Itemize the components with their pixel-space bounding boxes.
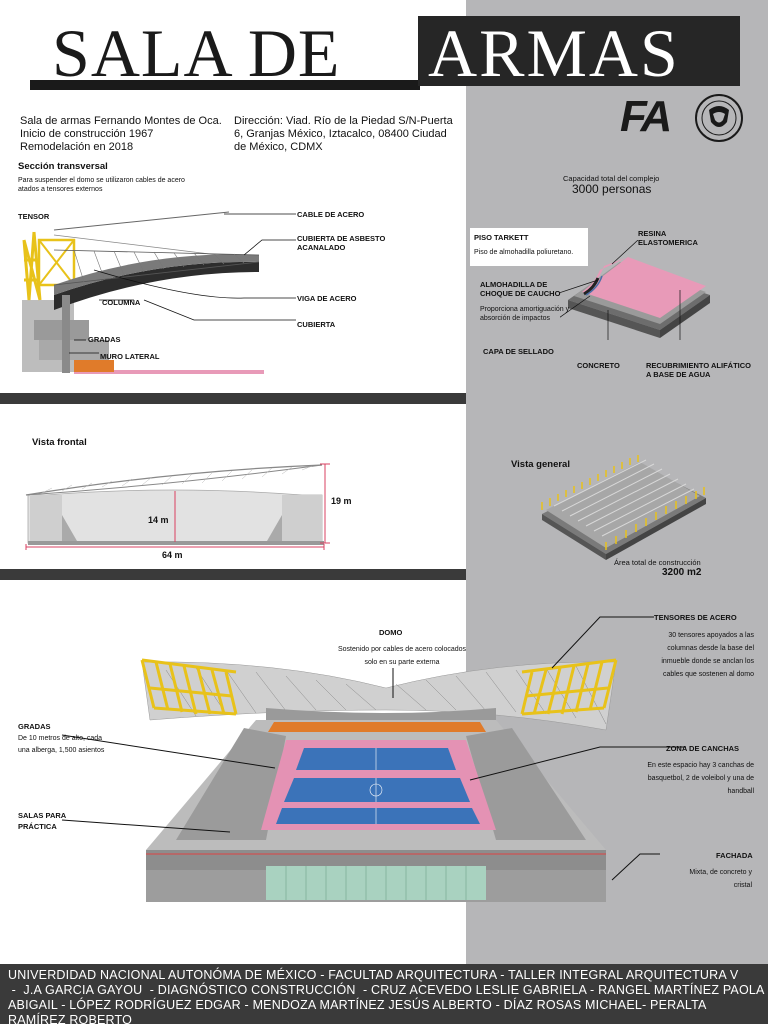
info-line2: Inicio de construcción 1967 <box>20 128 154 140</box>
front-h2: 19 m <box>331 496 352 506</box>
gradas-desc: De 10 metros de alto, cada una alberga, … <box>18 735 105 754</box>
label-recubrimiento: RECUBRIMIENTO ALIFÁTICO A BASE DE AGUA <box>646 361 751 379</box>
fachada-title: FACHADA <box>716 851 753 860</box>
area-label: Área total de construcción <box>614 558 701 567</box>
info-line1: Sala de armas Fernando Montes de Oca. <box>20 115 222 127</box>
front-view-drawing <box>25 463 330 550</box>
footer-line1: UNIVERDIDAD NACIONAL AUTONÓMA DE MÉXICO … <box>8 968 739 982</box>
label-viga: VIGA DE ACERO <box>297 294 357 303</box>
label-cable: CABLE DE ACERO <box>297 210 365 219</box>
general-view-drawing <box>541 455 706 560</box>
seccion-desc: Para suspender el domo se utilizaron cab… <box>18 177 185 193</box>
footer: UNIVERDIDAD NACIONAL AUTONÓMA DE MÉXICO … <box>0 964 768 1027</box>
exploded-view-drawing <box>140 658 618 902</box>
piso-title: PISO TARKETT <box>474 233 529 242</box>
section-drawing <box>22 211 296 374</box>
front-h1: 14 m <box>148 515 169 525</box>
separator-2 <box>0 569 466 580</box>
gradas-title: GRADAS <box>18 722 51 731</box>
footer-line2: - J.A GARCIA GAYOU - DIAGNÓSTICO CONSTRU… <box>8 983 765 997</box>
label-cubierta: CUBIERTA <box>297 320 336 329</box>
almohadilla-desc: Proporciona amortiguación y absorción de… <box>480 306 570 322</box>
piso-desc: Piso de almohadilla poliuretano. <box>474 249 574 256</box>
area-value: 3200 m2 <box>662 567 702 578</box>
label-columna: COLUMNA <box>102 298 141 307</box>
title-box <box>418 16 740 86</box>
canchas-title: ZONA DE CANCHAS <box>666 744 740 753</box>
salas-title: SALAS PARA PRÁCTICA <box>18 811 66 831</box>
separator-1 <box>0 393 466 404</box>
label-muro: MURO LATERAL <box>100 352 160 361</box>
fa-logo: FA <box>620 92 672 141</box>
label-almohadilla: ALMOHADILLA DE CHOQUE DE CAUCHO <box>480 280 561 298</box>
piso-box <box>470 228 588 266</box>
label-gradas: GRADAS <box>88 335 121 344</box>
label-cubierta-asbesto: CUBIERTA DE ASBESTO ACANALADO <box>297 234 386 252</box>
address-text: Dirección: Viad. Río de la Piedad S/N-Pu… <box>234 115 453 153</box>
tensores-desc: 30 tensores apoyados a las columnas desd… <box>661 632 754 678</box>
exploded-leaders <box>61 616 686 881</box>
label-concreto: CONCRETO <box>577 361 620 370</box>
general-title: Vista general <box>511 459 570 470</box>
front-w: 64 m <box>162 550 183 560</box>
frontal-title: Vista frontal <box>32 437 87 448</box>
canchas-desc: En este espacio hay 3 canchas de basquet… <box>647 762 754 795</box>
unam-seal-icon <box>695 94 743 142</box>
domo-desc: Sostenido por cables de acero colocados … <box>337 646 467 666</box>
capacidad-value: 3000 personas <box>572 182 652 196</box>
label-capa: CAPA DE SELLADO <box>483 347 554 356</box>
label-tensor: TENSOR <box>18 212 50 221</box>
title-right: ARMAS <box>428 15 680 91</box>
domo-title: DOMO <box>379 628 403 637</box>
capacidad-label: Capacidad total del complejo <box>563 174 660 183</box>
title-underline <box>30 80 420 90</box>
title-left: SALA DE <box>52 15 341 91</box>
info-line3: Remodelación en 2018 <box>20 141 134 153</box>
fachada-desc: Mixta, de concreto y cristal <box>689 869 752 889</box>
floor-layers-drawing <box>560 240 710 340</box>
seccion-title: Sección transversal <box>18 161 108 172</box>
info-block: Sala de armas Fernando Montes de Oca. In… <box>20 115 230 154</box>
tensores-title: TENSORES DE ACERO <box>654 613 737 622</box>
label-resina: RESINA ELASTOMERICA <box>638 229 698 247</box>
